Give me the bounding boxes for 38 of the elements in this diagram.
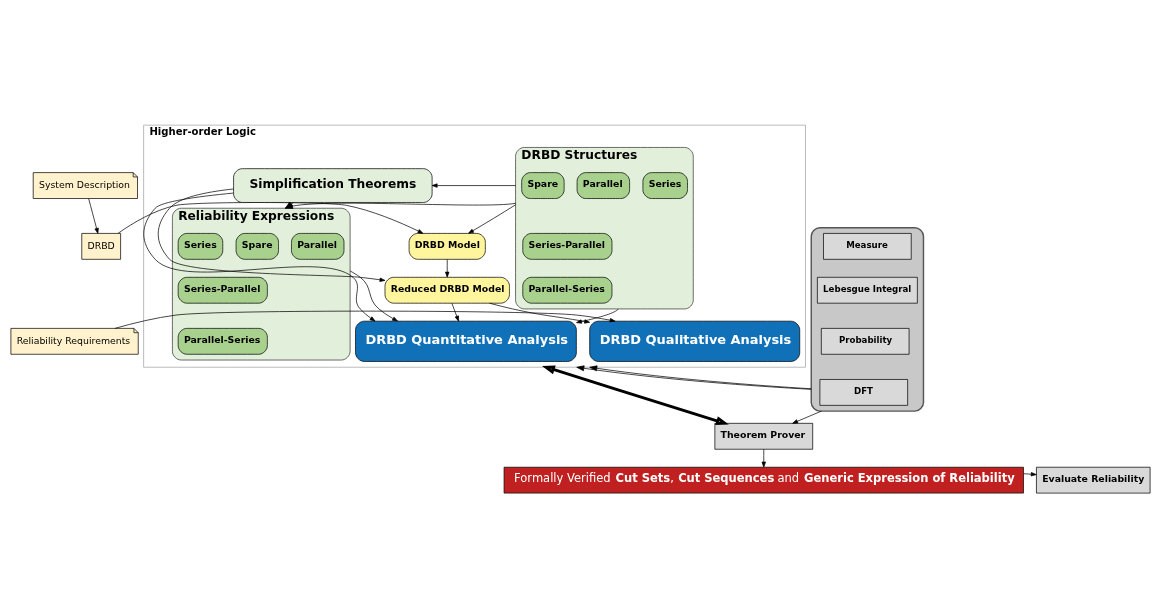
node-box: Spare — [235, 232, 279, 260]
node-box: Series — [642, 171, 688, 199]
node-box: Formally Verified Cut Sets, Cut Sequences and Generic Expression of Reliability — [503, 466, 1024, 493]
node-box: Evaluate Reliability — [1036, 466, 1151, 493]
node-box: DRBD Model — [408, 232, 486, 260]
node-box: Measure — [823, 232, 912, 260]
arrow — [576, 308, 619, 324]
node-box: Series-Parallel — [177, 276, 268, 304]
node-box: Parallel — [576, 171, 630, 199]
node-box: Parallel — [291, 232, 345, 260]
arrow — [1023, 471, 1037, 476]
node-box: Spare — [521, 171, 565, 199]
arrow — [114, 310, 616, 329]
node-box: Reduced DRBD Model — [384, 276, 510, 304]
arrow — [349, 270, 398, 321]
node-box: Parallel-Series — [522, 276, 613, 304]
node-box: Probability — [820, 327, 910, 355]
node-box: DFT — [819, 378, 908, 406]
node-box: Series-Parallel — [522, 232, 613, 260]
node-box: Theorem Prover — [714, 422, 814, 450]
arrow — [541, 364, 729, 425]
arrow — [489, 302, 590, 324]
arrow — [451, 302, 459, 321]
node-box: DRBD Quantitative Analysis — [355, 320, 577, 362]
arrow — [157, 188, 386, 282]
arrow — [761, 448, 766, 467]
node-box: DRBD — [81, 232, 121, 260]
arrow — [792, 410, 822, 424]
arrow — [88, 197, 99, 234]
arrow — [445, 258, 450, 277]
arrow — [468, 203, 516, 234]
cluster — [810, 226, 925, 412]
node-box: Parallel-Series — [177, 327, 268, 355]
node-box: DRBD Qualitative Analysis — [589, 320, 801, 362]
node-box: Series — [177, 232, 224, 260]
node-box: Lebesgue Integral — [817, 276, 918, 304]
arrow — [143, 192, 376, 321]
arrow — [431, 182, 516, 188]
